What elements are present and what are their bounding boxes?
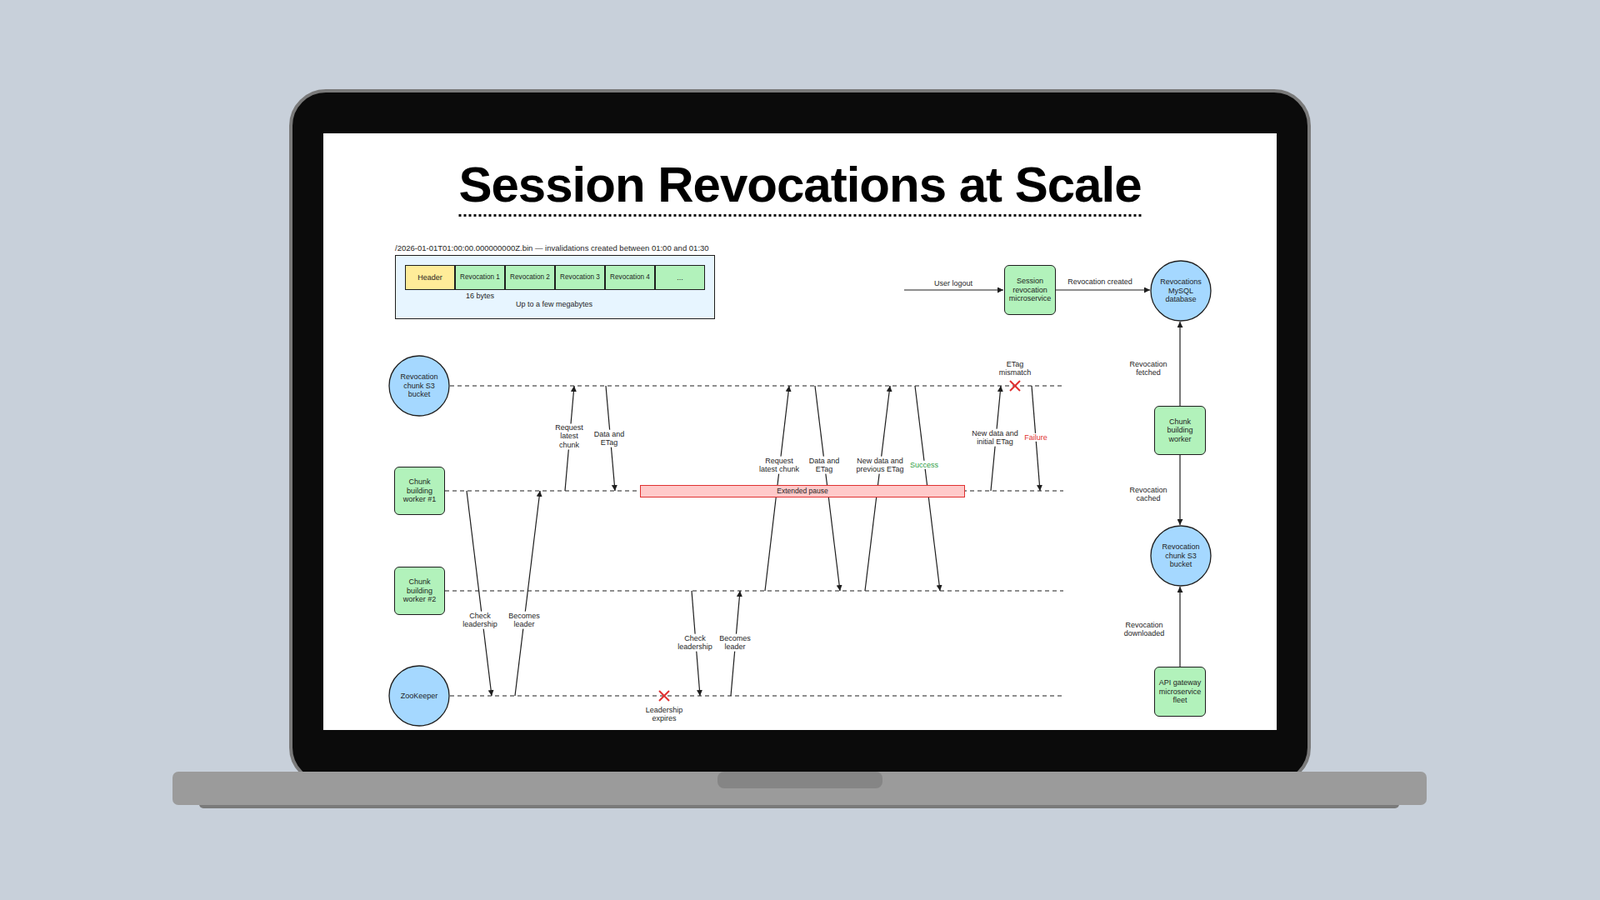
node-text: Revocation 4 [610, 273, 650, 281]
edge-label: Success [908, 460, 940, 470]
size-label: Up to a few megabytes [514, 300, 595, 309]
diagram-title: Session Revocations at Scale [458, 160, 1141, 217]
edge-label: Becomes leader [713, 634, 757, 652]
circle-shape [389, 355, 450, 416]
storage-circle: Revocation chunk S3 bucket [1150, 525, 1212, 587]
input-label: User logout [932, 279, 975, 288]
failure-cross [659, 690, 670, 701]
laptop-notch [717, 771, 883, 789]
laptop-screen: Session Revocations at Scale/2026-01-01T… [323, 133, 1277, 730]
record-cell: Revocation 2 [505, 265, 555, 290]
message-arrow [1179, 586, 1180, 667]
storage-circle: ZooKeeper [388, 665, 450, 727]
diagram-decoration [323, 133, 1277, 730]
edge-label: Becomes leader [502, 611, 546, 630]
laptop-bezel [290, 90, 1310, 783]
lifeline [450, 695, 1064, 696]
message-arrow [515, 490, 540, 696]
lifeline [450, 385, 1064, 386]
edge-label: Revocation created [1065, 277, 1135, 286]
service-box: Chunk building worker [1154, 405, 1206, 455]
message-arrow [466, 490, 492, 696]
edge-label: Failure [1022, 433, 1050, 442]
message-arrow [1179, 455, 1180, 525]
header-cell: Header [405, 265, 455, 290]
failure-cross [1010, 380, 1020, 391]
lifeline [445, 590, 1064, 591]
node-text: Revocation 3 [560, 273, 600, 281]
storage-circle: Revocation chunk S3 bucket [388, 355, 450, 417]
size-label: 16 bytes [464, 291, 496, 300]
laptop-base [172, 771, 1427, 805]
edge-label: Data and ETag [590, 430, 629, 448]
edge-label: Revocation fetched [1121, 360, 1175, 378]
node-text: Session revocation microservice [1007, 276, 1053, 303]
record-cell: Revocation 4 [605, 265, 655, 290]
node-text: Chunk building worker [1157, 417, 1203, 444]
edge-label: Check leadership [456, 611, 504, 630]
circle-shape [389, 665, 450, 726]
edge-label: Request latest chunk [755, 456, 803, 475]
connector-layer [323, 133, 1277, 730]
edge-label: Revocation cached [1121, 485, 1175, 504]
edge-label: New data and initial ETag [968, 429, 1022, 447]
file-layout-box: /2026-01-01T01:00:00.000000000Z.bin — in… [395, 255, 715, 320]
record-cell: Revocation 3 [555, 265, 605, 290]
node-text: Revocation 1 [460, 273, 500, 281]
service-box: Chunk building worker #1 [394, 466, 445, 515]
input-arrow [904, 289, 1004, 290]
pause-band: Extended pause [640, 485, 965, 498]
file-name-heading: /2026-01-01T01:00:00.000000000Z.bin — in… [395, 243, 710, 253]
node-text: Revocation 2 [510, 273, 550, 281]
service-box: API gateway microservice fleet [1154, 666, 1206, 717]
circle-shape [1150, 260, 1211, 321]
edge-label: Check leadership [671, 634, 719, 652]
storage-circle: Revocations MySQL database [1150, 260, 1212, 322]
node-text: Revocation chunk S3 bucket [391, 372, 447, 399]
edge-label: New data and previous ETag [850, 456, 910, 475]
service-box: Chunk building worker #2 [394, 566, 445, 615]
node-text: Header [417, 273, 443, 282]
event-note: Leadership expires [640, 705, 690, 724]
node-text: ZooKeeper [391, 691, 447, 700]
message-arrow [1055, 289, 1150, 290]
node-text: Chunk building worker #2 [397, 577, 442, 604]
edge-label: Revocation downloaded [1113, 620, 1175, 639]
node-text: ... [676, 273, 684, 282]
node-text: API gateway microservice fleet [1157, 678, 1203, 705]
circle-shape [1150, 525, 1211, 586]
node-text: Chunk building worker #1 [397, 477, 442, 504]
message-arrow [1179, 321, 1180, 406]
node-text: Revocation chunk S3 bucket [1153, 542, 1209, 569]
record-cell: ... [655, 265, 705, 290]
record-cell: Revocation 1 [455, 265, 505, 290]
error-note: ETag mismatch [992, 360, 1038, 378]
node-text: Revocations MySQL database [1153, 277, 1209, 304]
edge-label: Request latest chunk [550, 423, 588, 450]
node-text: Extended pause [776, 487, 828, 495]
edge-label: Data and ETag [805, 456, 844, 475]
service-box: Session revocation microservice [1004, 265, 1056, 315]
